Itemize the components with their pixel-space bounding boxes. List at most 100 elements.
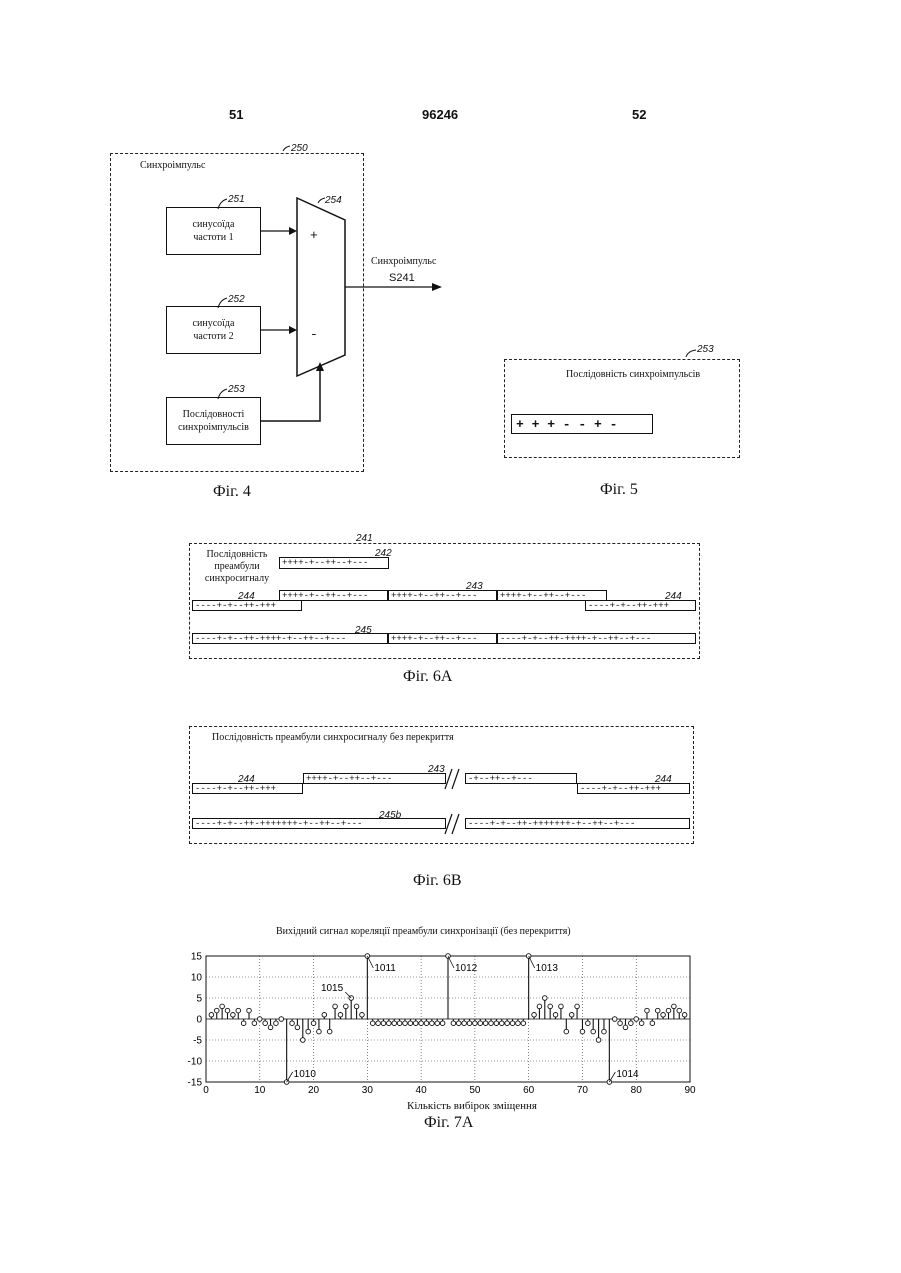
- stem-marker: [376, 1021, 381, 1026]
- stem-marker: [521, 1021, 526, 1026]
- stem-marker: [591, 1029, 596, 1034]
- stem-marker: [408, 1021, 413, 1026]
- x-tick-label: 40: [416, 1085, 428, 1096]
- stem-marker: [596, 1038, 601, 1043]
- stem-marker: [397, 1021, 402, 1026]
- fig7a-caption: Фіг. 7A: [424, 1114, 473, 1132]
- stem-marker: [220, 1004, 225, 1009]
- y-tick-label: 0: [196, 1015, 202, 1026]
- y-tick-label: -10: [188, 1057, 203, 1068]
- stem-marker: [672, 1004, 677, 1009]
- y-tick-label: 5: [196, 994, 202, 1005]
- annotation-label: 1013: [536, 963, 559, 974]
- annotation-label: 1011: [374, 963, 396, 974]
- stem-marker: [548, 1004, 553, 1009]
- stem-marker: [467, 1021, 472, 1026]
- stem-marker: [225, 1008, 230, 1013]
- stem-marker: [489, 1021, 494, 1026]
- stem-marker: [247, 1008, 252, 1013]
- stem-marker: [473, 1021, 478, 1026]
- stem-marker: [257, 1017, 262, 1022]
- stem-marker: [483, 1021, 488, 1026]
- y-tick-label: 15: [191, 952, 203, 963]
- stem-marker: [327, 1029, 332, 1034]
- stem-marker: [655, 1008, 660, 1013]
- stem-marker: [311, 1021, 316, 1026]
- stem-marker: [301, 1038, 306, 1043]
- stem-marker: [623, 1025, 628, 1030]
- stem-marker: [274, 1021, 279, 1026]
- stem-marker: [682, 1013, 687, 1018]
- stem-marker: [209, 1013, 214, 1018]
- stem-marker: [430, 1021, 435, 1026]
- stem-marker: [478, 1021, 483, 1026]
- stem-marker: [392, 1021, 397, 1026]
- x-tick-label: 0: [203, 1085, 209, 1096]
- stem-marker: [499, 1021, 504, 1026]
- x-tick-label: 90: [684, 1085, 696, 1096]
- stem-marker: [516, 1021, 521, 1026]
- stem-marker: [413, 1021, 418, 1026]
- stem-marker: [618, 1021, 623, 1026]
- stem-marker: [295, 1025, 300, 1030]
- stem-marker: [456, 1021, 461, 1026]
- annotation-label: 1015: [321, 983, 344, 994]
- stem-marker: [317, 1029, 322, 1034]
- stem-marker: [424, 1021, 429, 1026]
- stem-marker: [639, 1021, 644, 1026]
- stem-marker: [586, 1021, 591, 1026]
- stem-marker: [440, 1021, 445, 1026]
- stem-marker: [510, 1021, 515, 1026]
- stem-marker: [661, 1013, 666, 1018]
- stem-marker: [575, 1004, 580, 1009]
- stem-marker: [537, 1004, 542, 1009]
- x-tick-label: 60: [523, 1085, 535, 1096]
- chart-xlabel: Кількість вибірок зміщення: [407, 1100, 537, 1112]
- stem-marker: [214, 1008, 219, 1013]
- y-tick-label: -5: [193, 1036, 202, 1047]
- stem-marker: [419, 1021, 424, 1026]
- stem-marker: [462, 1021, 467, 1026]
- stem-marker: [403, 1021, 408, 1026]
- stem-marker: [505, 1021, 510, 1026]
- stem-marker: [333, 1004, 338, 1009]
- stem-marker: [602, 1029, 607, 1034]
- stem-marker: [666, 1008, 671, 1013]
- stem-marker: [344, 1004, 349, 1009]
- x-tick-label: 10: [254, 1085, 266, 1096]
- stem-marker: [268, 1025, 273, 1030]
- stem-marker: [451, 1021, 456, 1026]
- stem-marker: [322, 1013, 327, 1018]
- stem-marker: [252, 1021, 257, 1026]
- stem-marker: [370, 1021, 375, 1026]
- annotation-label: 1014: [616, 1069, 639, 1080]
- stem-marker: [279, 1017, 284, 1022]
- stem-marker: [231, 1013, 236, 1018]
- stem-marker: [241, 1021, 246, 1026]
- stem-marker: [629, 1021, 634, 1026]
- x-tick-label: 50: [469, 1085, 481, 1096]
- stem-marker: [634, 1017, 639, 1022]
- stem-marker: [494, 1021, 499, 1026]
- y-tick-label: 10: [191, 973, 203, 984]
- annotation-label: 1012: [455, 963, 478, 974]
- stem-marker: [381, 1021, 386, 1026]
- stem-marker: [532, 1013, 537, 1018]
- stem-marker: [612, 1017, 617, 1022]
- stem-marker: [338, 1013, 343, 1018]
- stem-marker: [543, 996, 548, 1001]
- stem-marker: [387, 1021, 392, 1026]
- stem-marker: [677, 1008, 682, 1013]
- stem-marker: [553, 1013, 558, 1018]
- x-tick-label: 70: [577, 1085, 589, 1096]
- annotation-label: 1010: [294, 1069, 317, 1080]
- stem-marker: [236, 1008, 241, 1013]
- stem-marker: [559, 1004, 564, 1009]
- stem-marker: [306, 1029, 311, 1034]
- stem-marker: [360, 1013, 365, 1018]
- stem-marker: [564, 1029, 569, 1034]
- stem-marker: [580, 1029, 585, 1034]
- stem-marker: [263, 1021, 268, 1026]
- stem-marker: [290, 1021, 295, 1026]
